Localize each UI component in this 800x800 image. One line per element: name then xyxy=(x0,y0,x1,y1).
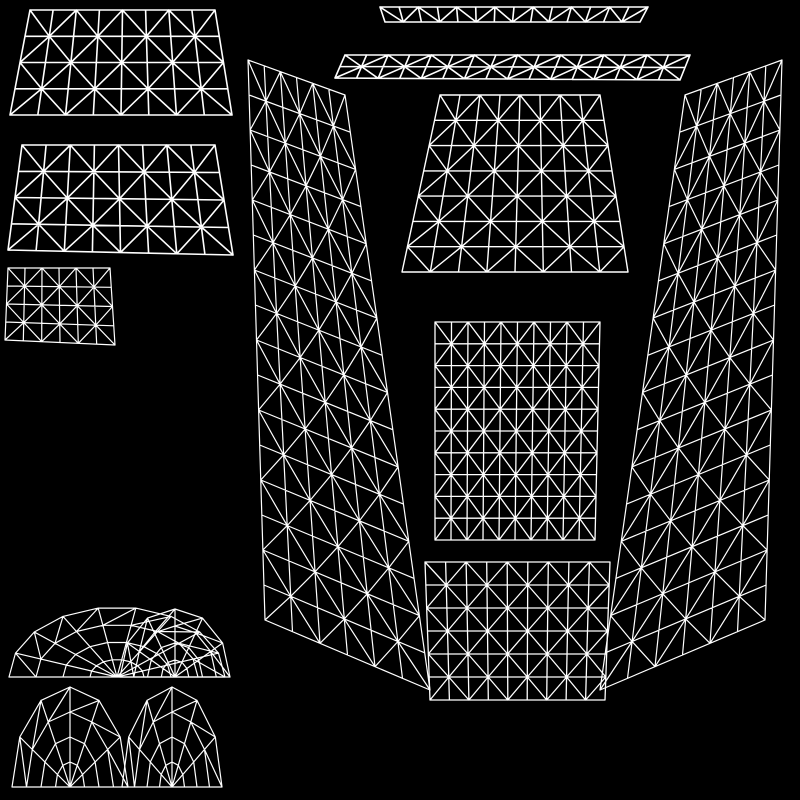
uv-island-wheel-arch-bottom-right xyxy=(121,686,223,788)
uv-island-small-part xyxy=(4,267,116,346)
uv-island-side-panel-left xyxy=(247,59,431,691)
uv-island-wheel-arch-top-left xyxy=(8,607,226,678)
uv-island-wheel-arch-bottom-left xyxy=(11,686,129,788)
uv-island-roof-center xyxy=(434,321,601,541)
uv-island-windshield-upper xyxy=(9,9,233,116)
uv-island-trunk-rear xyxy=(424,561,611,701)
uv-island-rear-spoiler xyxy=(334,54,691,81)
uv-island-windshield-lower xyxy=(7,144,234,256)
uv-island-side-panel-right xyxy=(599,59,783,691)
uv-island-hood xyxy=(401,94,629,273)
uv-island-wheel-arch-top-right xyxy=(119,608,231,678)
uv-island-roof-strip-top xyxy=(379,6,649,23)
